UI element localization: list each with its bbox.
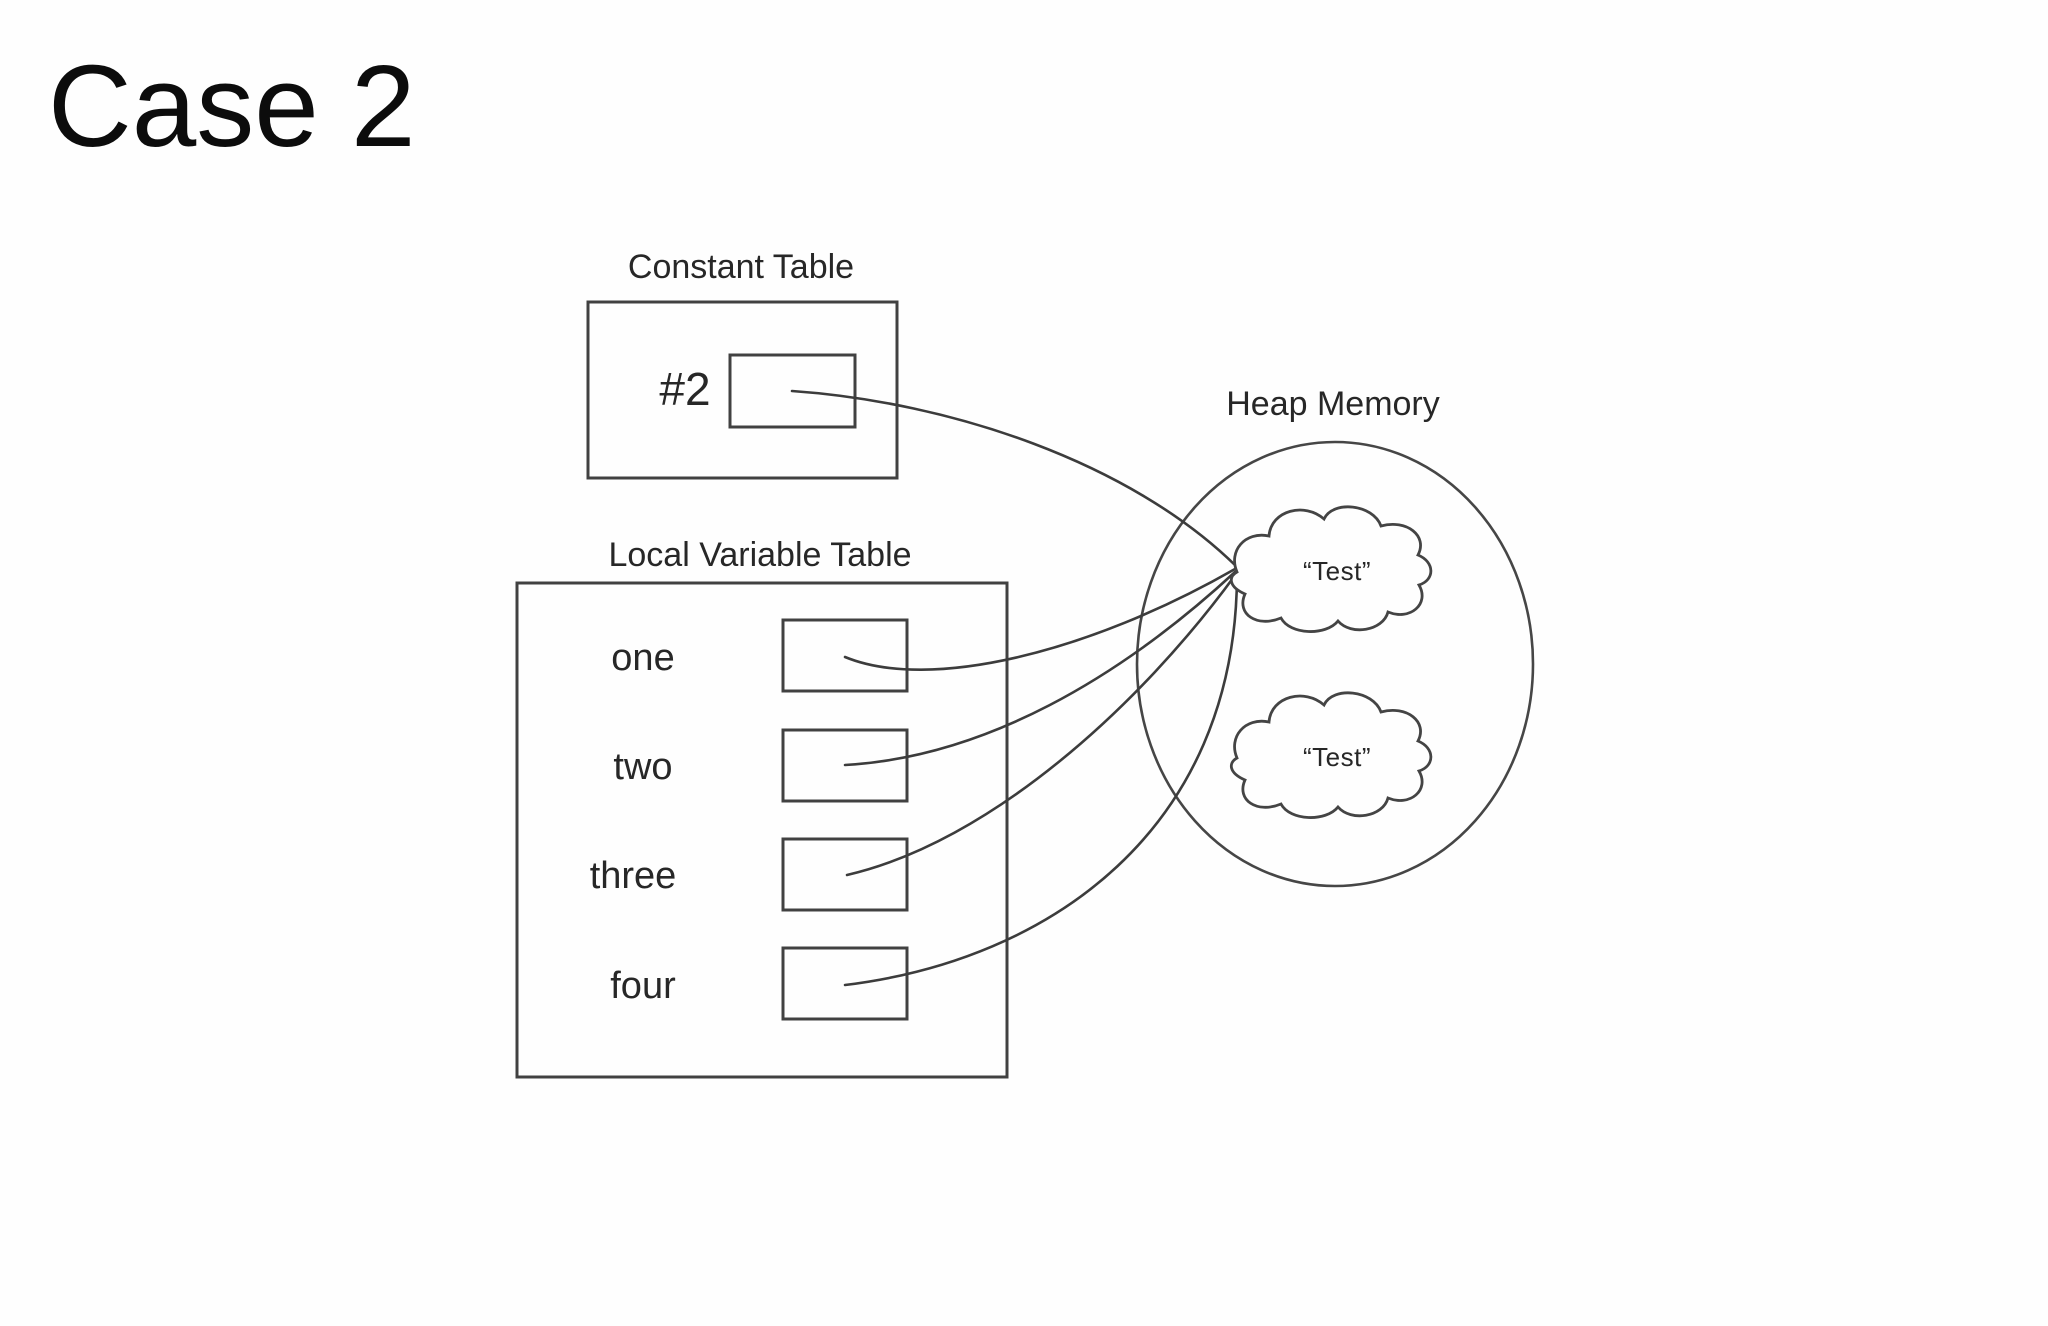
variable-label-one: one: [611, 637, 674, 679]
pointer-two-to-test1: [843, 570, 1237, 767]
local-variable-table-box: [515, 581, 1009, 1079]
pointer-four-to-test1: [843, 575, 1239, 987]
heap-object-1-label: “Test”: [1303, 556, 1371, 586]
constant-table-box: [586, 300, 899, 480]
variable-label-four: four: [610, 965, 676, 1007]
constant-table-title: Constant Table: [628, 248, 854, 286]
heap-title: Heap Memory: [1226, 385, 1440, 423]
slide-title: Case 2: [48, 41, 416, 171]
heap-boundary-ellipse: [1135, 440, 1535, 888]
variable-label-two: two: [613, 746, 672, 788]
constant-entry-label: #2: [659, 363, 710, 415]
variable-slot-one: [781, 618, 909, 693]
pointer-three-to-test1: [845, 572, 1238, 877]
pointer-one-to-test1: [843, 567, 1237, 671]
variable-label-three: three: [590, 855, 677, 897]
variable-slot-four: [781, 946, 909, 1021]
heap-object-2-label: “Test”: [1303, 742, 1371, 772]
pointer-constant2-to-test1: [790, 389, 1238, 568]
constant-slot-box: [728, 353, 857, 429]
local-variable-table-title: Local Variable Table: [608, 536, 911, 574]
variable-slot-two: [781, 728, 909, 803]
variable-slot-three: [781, 837, 909, 912]
